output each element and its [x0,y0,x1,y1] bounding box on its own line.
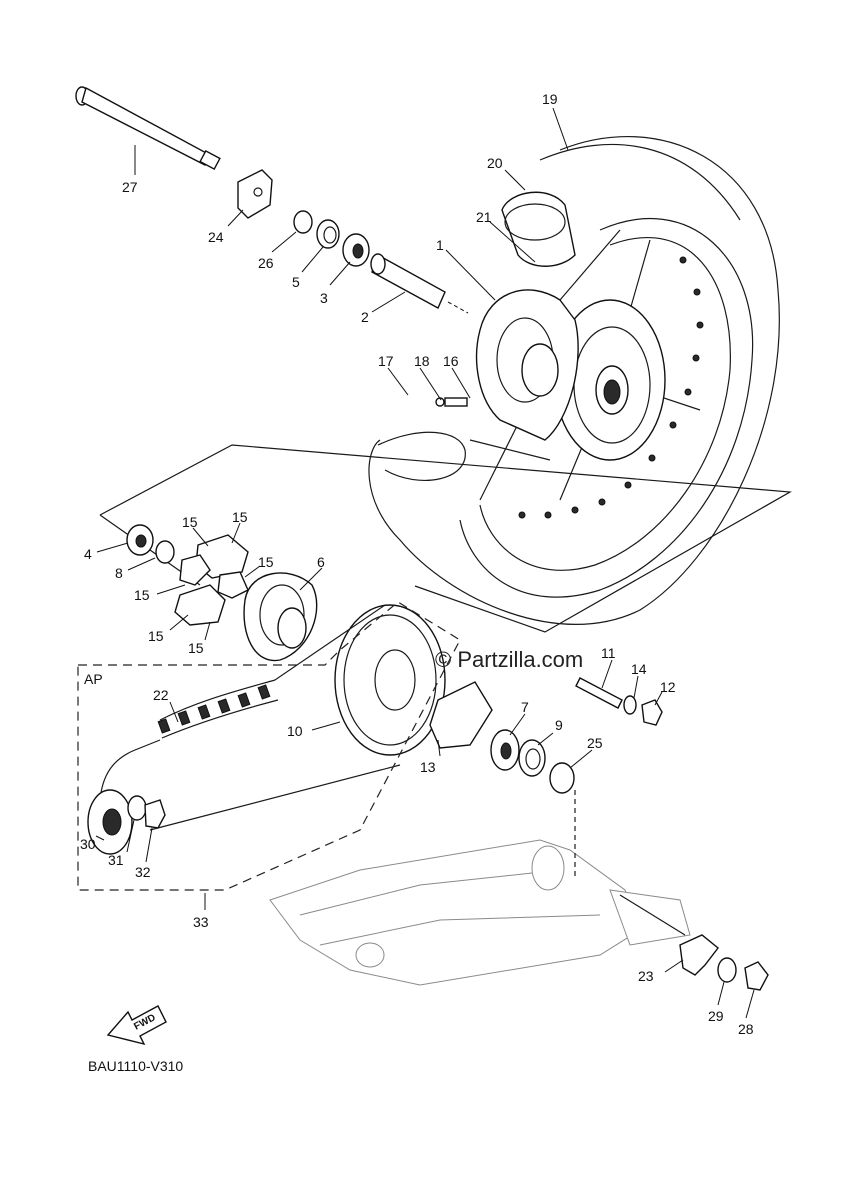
callout-30: 30 [80,836,96,852]
callout-19: 19 [542,91,558,107]
partzilla-watermark: © Partzilla.com [435,647,583,672]
callout-5: 5 [292,274,300,290]
swingarm-drawing [269,790,769,991]
wheel-assembly-drawing [368,136,780,625]
callout-22: 22 [153,687,169,703]
callout-10: 10 [287,723,303,739]
callout-4: 4 [84,546,92,562]
callout-26: 26 [258,255,274,271]
ap-assembly-boundary [77,601,461,891]
callout-28: 28 [738,1021,754,1037]
callout-23: 23 [638,968,654,984]
callout-11: 11 [601,645,616,661]
callout-2: 2 [361,309,369,325]
callout-9: 9 [555,717,563,733]
callout-14: 14 [631,661,647,677]
callout-27: 27 [122,179,138,195]
axle-and-bearings-drawing [75,86,469,314]
callout-15-f: 15 [188,640,204,656]
callout-15-a: 15 [182,514,198,530]
callout-6: 6 [317,554,325,570]
callout-7: 7 [521,699,529,715]
callout-17: 17 [378,353,394,369]
callout-21: 21 [476,209,492,225]
callout-18: 18 [414,353,430,369]
callout-15-c: 15 [258,554,274,570]
callout-15-d: 15 [134,587,150,603]
callout-29: 29 [708,1008,724,1024]
callout-32: 32 [135,864,151,880]
sprocket-and-chain-drawing [87,604,663,855]
callout-3: 3 [320,290,328,306]
callout-15-b: 15 [232,509,248,525]
drawing-code: BAU1110-V310 [88,1058,183,1074]
callout-12: 12 [660,679,676,695]
callout-leaders [95,107,755,1019]
ap-assembly-label: AP [84,671,103,687]
callout-15-e: 15 [148,628,164,644]
callout-labels: 19 20 21 1 2 3 5 26 24 27 17 18 16 4 8 1… [80,91,754,1037]
callout-1: 1 [436,237,444,253]
callout-25: 25 [587,735,603,751]
callout-8: 8 [115,565,123,581]
callout-16: 16 [443,353,459,369]
callout-20: 20 [487,155,503,171]
callout-31: 31 [108,852,124,868]
fwd-direction-arrow: FWD [106,1005,167,1046]
callout-33: 33 [193,914,209,930]
callout-24: 24 [208,229,224,245]
callout-13: 13 [420,759,436,775]
